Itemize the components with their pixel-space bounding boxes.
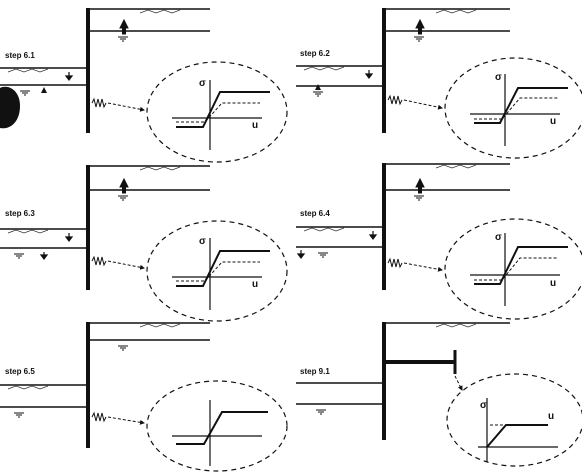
water-table-symbol	[118, 345, 128, 351]
zoom-circle	[444, 218, 582, 320]
leader-line	[107, 260, 145, 270]
stress-displacement-curve	[176, 250, 270, 287]
soil-hatch	[7, 229, 49, 234]
edge-blob	[0, 86, 20, 129]
soil-hatch	[435, 164, 477, 169]
spring-icon	[91, 97, 107, 109]
soil-hatch	[303, 66, 345, 71]
down-arrow-icon	[39, 252, 49, 260]
soil-hatch	[139, 166, 181, 171]
water-table-symbol	[14, 253, 24, 259]
up-arrow-icon	[315, 84, 321, 90]
soil-hatch	[303, 227, 345, 232]
step-label: step 6.1	[5, 51, 35, 60]
soil-hatch	[435, 9, 477, 14]
panel-step-6-5: step 6.5	[0, 322, 288, 472]
step-label: step 6.4	[300, 209, 330, 218]
down-arrow-icon	[64, 72, 74, 81]
soil-hatch	[7, 385, 49, 390]
leader-line	[403, 262, 443, 272]
previous-path-curve	[474, 257, 558, 281]
up-arrow-icon	[119, 18, 129, 35]
sigma-axis-label: σ	[199, 236, 206, 247]
stress-displacement-curve	[176, 91, 270, 128]
soil-hatch	[139, 323, 181, 328]
water-table-symbol	[313, 91, 323, 97]
soil-hatch	[435, 323, 477, 328]
u-axis-label: u	[252, 279, 258, 290]
panel-step-6-3: step 6.3 σ u	[0, 165, 288, 322]
water-table-symbol	[118, 36, 128, 42]
stress-displacement-curve	[474, 87, 568, 124]
water-table-symbol	[414, 36, 424, 42]
sigma-axis-label: σ	[199, 78, 206, 89]
up-arrow-icon	[415, 177, 425, 194]
water-table-symbol	[118, 195, 128, 201]
u-axis-label: u	[550, 116, 556, 127]
down-arrow-icon	[368, 231, 378, 240]
leader-line	[107, 416, 145, 425]
up-arrow-icon	[41, 87, 47, 93]
water-table-symbol	[316, 409, 326, 415]
step-label: step 6.5	[5, 367, 35, 376]
u-axis-label: u	[548, 411, 554, 422]
water-table-symbol	[14, 412, 24, 418]
sigma-axis-label: σ	[495, 72, 502, 83]
spring-icon	[91, 255, 107, 267]
spring-icon	[387, 257, 403, 269]
stress-displacement-curve	[486, 424, 548, 448]
soil-hatch	[139, 9, 181, 14]
panel-step-6-1: step 6.1 σ u	[0, 8, 288, 163]
zoom-circle	[446, 373, 582, 467]
leader-line	[403, 99, 443, 110]
step-label: step 6.3	[5, 209, 35, 218]
zoom-circle	[444, 57, 582, 159]
up-arrow-icon	[119, 177, 129, 194]
sigma-axis-label: σ	[495, 232, 502, 243]
down-arrow-icon	[64, 233, 74, 242]
u-axis-label: u	[252, 120, 258, 131]
zoom-circle	[146, 380, 288, 472]
spring-icon	[387, 94, 403, 106]
previous-path-curve	[474, 97, 558, 120]
stress-displacement-curve	[474, 246, 568, 285]
step-label: step 6.2	[300, 49, 330, 58]
water-table-symbol	[20, 90, 30, 96]
previous-path-curve	[176, 261, 260, 282]
previous-path-curve	[176, 102, 260, 123]
stress-displacement-curve	[176, 411, 268, 445]
u-axis-label: u	[550, 278, 556, 289]
zoom-circle	[146, 220, 288, 322]
zoom-circle	[146, 61, 288, 163]
down-arrow-icon	[364, 70, 374, 79]
down-arrow-icon	[296, 250, 306, 259]
panel-step-6-4: step 6.4 σ u	[296, 163, 582, 320]
step-label: step 9.1	[300, 367, 330, 376]
leader-line	[107, 102, 145, 112]
leader-line	[454, 375, 463, 391]
up-arrow-icon	[415, 18, 425, 35]
water-table-symbol	[318, 252, 328, 258]
water-table-symbol	[414, 195, 424, 201]
sigma-axis-label: σ	[480, 400, 487, 411]
spring-icon	[91, 411, 107, 423]
panel-step-9-1: step 9.1 σ u	[296, 322, 582, 467]
soil-hatch	[7, 68, 49, 73]
panel-step-6-2: step 6.2 σ u	[296, 8, 582, 159]
